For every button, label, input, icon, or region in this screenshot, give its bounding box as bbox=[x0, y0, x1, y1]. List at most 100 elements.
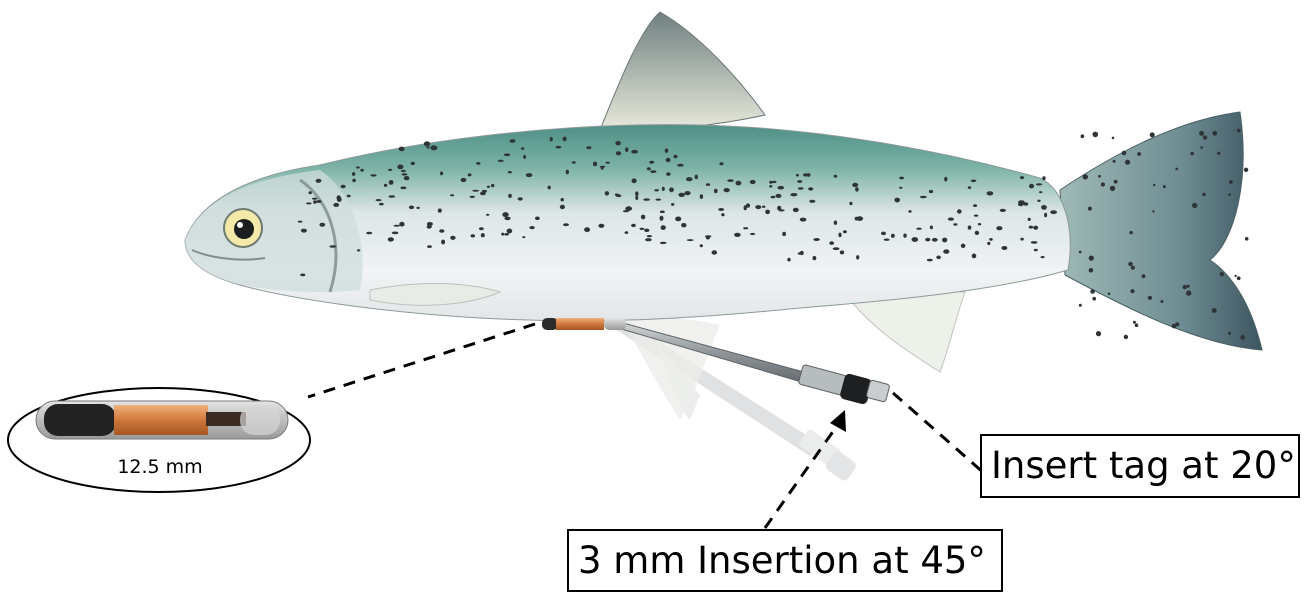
tail-spot bbox=[1112, 137, 1115, 140]
fish-spot bbox=[695, 175, 698, 180]
fish-spot bbox=[504, 233, 509, 236]
fish-spot bbox=[647, 235, 653, 237]
fish-spot bbox=[319, 223, 325, 227]
tail-spot bbox=[1150, 132, 1155, 137]
fish-spot bbox=[632, 178, 637, 183]
tail-spot bbox=[1124, 335, 1128, 339]
fish-spot bbox=[401, 170, 406, 172]
fish-spot bbox=[535, 217, 540, 221]
tail-spot bbox=[1092, 297, 1096, 301]
fish-spot bbox=[476, 162, 480, 165]
fish-spot bbox=[803, 173, 808, 176]
fish-spot bbox=[944, 177, 947, 182]
tail-spot bbox=[1125, 160, 1130, 165]
dorsal-fin bbox=[600, 12, 765, 130]
fish-spot bbox=[529, 226, 534, 229]
fish-spot bbox=[631, 224, 636, 227]
fish-spot bbox=[644, 229, 649, 232]
fish-spot bbox=[641, 215, 645, 220]
tail-spot bbox=[1244, 168, 1248, 172]
tail-spot bbox=[1081, 134, 1085, 138]
fish-spot bbox=[586, 146, 591, 149]
fish-spot bbox=[427, 146, 430, 148]
fish-spot bbox=[498, 160, 504, 162]
fish-spot bbox=[936, 255, 941, 259]
fish-spot bbox=[643, 198, 650, 200]
fish-spot bbox=[635, 196, 638, 200]
fish-spot bbox=[615, 194, 619, 196]
anal-fin bbox=[850, 292, 965, 372]
tail-spot bbox=[1096, 331, 1101, 336]
fish-spot bbox=[341, 185, 346, 189]
fish-spot bbox=[605, 162, 610, 164]
fish-spot bbox=[563, 223, 569, 226]
fish-spot bbox=[929, 190, 933, 193]
fish-spot bbox=[501, 233, 504, 236]
fish-spot bbox=[347, 195, 351, 198]
fish-spot bbox=[840, 250, 844, 254]
fish-spot bbox=[502, 212, 508, 217]
fish-spot bbox=[855, 187, 859, 191]
tail-spot bbox=[1245, 237, 1249, 241]
tail-spot bbox=[1090, 289, 1095, 294]
tag-ferrite-core bbox=[44, 404, 116, 436]
fish-spot bbox=[856, 255, 859, 259]
fish-spot bbox=[974, 215, 978, 217]
fish-spot bbox=[392, 232, 399, 235]
fish-spot bbox=[411, 162, 415, 165]
fish-spot bbox=[706, 183, 710, 186]
fish-spot bbox=[306, 202, 312, 204]
fish-spot bbox=[808, 187, 813, 190]
fish-spot bbox=[510, 139, 516, 142]
fish-spot bbox=[677, 164, 684, 167]
fish-spot bbox=[736, 181, 742, 186]
fish-spot bbox=[399, 147, 405, 152]
fish-spot bbox=[1041, 205, 1047, 210]
fish-spot bbox=[316, 179, 322, 183]
fish-spot bbox=[750, 233, 755, 235]
fish-spot bbox=[678, 193, 685, 197]
fish-spot bbox=[439, 229, 444, 233]
tail-spot bbox=[1089, 268, 1094, 273]
fish-spot bbox=[468, 173, 472, 176]
tail-spot bbox=[1212, 308, 1217, 313]
fish-spot bbox=[660, 211, 665, 214]
fish-spot bbox=[1029, 184, 1034, 189]
fish-spot bbox=[849, 202, 852, 205]
fish-spot bbox=[916, 228, 921, 230]
fish-spot bbox=[424, 141, 430, 146]
fish-spot bbox=[450, 236, 455, 240]
fish-spot bbox=[389, 180, 394, 185]
fish-spot bbox=[834, 221, 837, 225]
fish-spot bbox=[357, 249, 360, 251]
fish-spot bbox=[833, 247, 840, 250]
fish-spot bbox=[1028, 218, 1031, 221]
fish-spot bbox=[548, 186, 551, 190]
tail-spot bbox=[1229, 180, 1233, 184]
fish-spot bbox=[640, 228, 645, 230]
fish-spot bbox=[750, 180, 756, 184]
tail-spot bbox=[1113, 160, 1116, 163]
fish-spot bbox=[566, 170, 569, 175]
tag-size-label: 12.5 mm bbox=[90, 456, 230, 478]
fish-spot bbox=[360, 169, 364, 172]
fish-spot bbox=[301, 229, 307, 233]
fish-spot bbox=[852, 183, 858, 187]
fish-spot bbox=[388, 169, 392, 171]
tail-spot bbox=[1200, 146, 1203, 149]
fish-spot bbox=[560, 205, 565, 209]
fish-spot bbox=[961, 244, 966, 248]
fish-spot bbox=[843, 230, 847, 233]
fish-spot bbox=[989, 238, 993, 241]
fish-spot bbox=[427, 222, 433, 226]
tail-spot bbox=[1130, 289, 1134, 293]
fish-spot bbox=[744, 205, 747, 210]
tag-copper-coil bbox=[114, 405, 208, 435]
fish-spot bbox=[593, 162, 597, 167]
fish-spot bbox=[829, 241, 834, 245]
fish-spot bbox=[508, 194, 512, 198]
fish-spot bbox=[650, 170, 656, 173]
fish-spot bbox=[333, 203, 339, 207]
tail-spot bbox=[1083, 174, 1088, 179]
